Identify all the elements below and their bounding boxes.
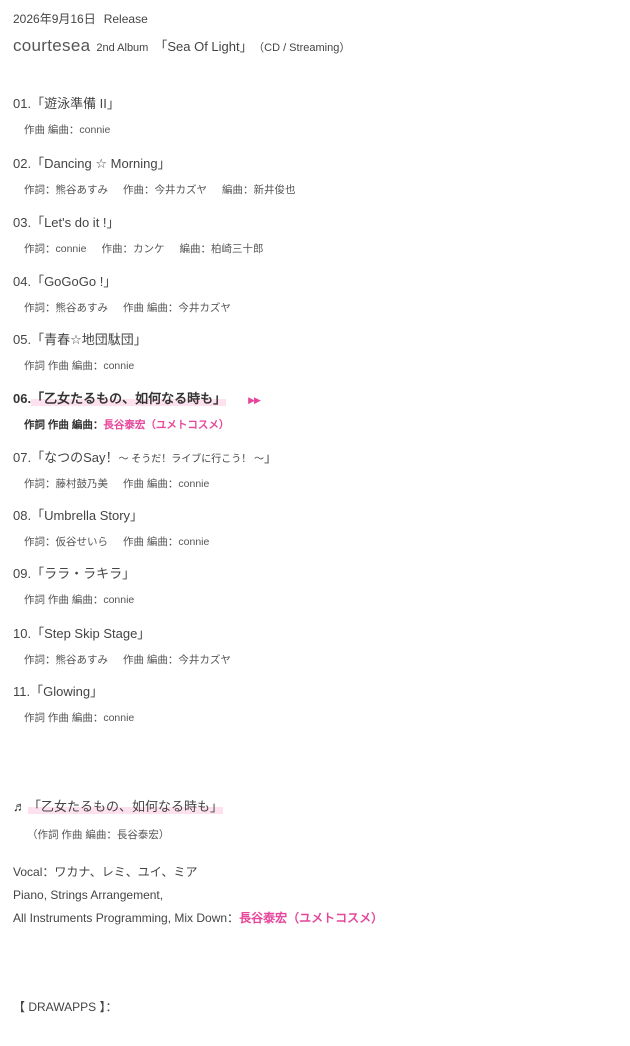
track-item: 10.「Step Skip Stage」 作詞：熊谷あすみ 作曲 編曲：今井カズヤ xyxy=(13,623,231,667)
track-item: 01.「遊泳準備 II」 作曲 編曲：connie xyxy=(13,93,120,137)
track-credits: 作詞 作曲 編曲：長谷泰宏（ユメトコスメ） xyxy=(13,417,260,432)
release-label: Release xyxy=(103,12,148,26)
track-title: 08.「Umbrella Story」 xyxy=(13,508,144,523)
track-title: 01.「遊泳準備 II」 xyxy=(13,96,120,111)
release-date: 2026年9月16日 xyxy=(13,12,96,26)
credit-composer: 作曲 編曲：connie xyxy=(123,478,210,490)
track-credits: 作詞：connie 作曲：カンケ 編曲：柏崎三十郎 xyxy=(13,241,263,256)
credit-lyrics: 作詞：connie xyxy=(24,243,87,255)
featured-song-name: 「乙女たるもの、如何なる時も」 xyxy=(28,799,224,814)
track-title: 09.「ララ・ラキラ」 xyxy=(13,566,136,581)
play-icon[interactable]: ▶▶ xyxy=(248,395,261,405)
credit: 作詞 作曲 編曲：connie xyxy=(24,712,135,724)
track-credits: 作詞：藤村鼓乃美 作曲 編曲：connie xyxy=(13,476,277,491)
track-title: 03.「Let's do it !」 xyxy=(13,215,120,230)
album-header: courtesea 2nd Album 「Sea Of Light」 （CD / St… xyxy=(13,36,350,56)
credit-lyrics: 作詞：熊谷あすみ xyxy=(24,184,108,196)
credit-composer: 作曲：今井カズヤ xyxy=(123,184,207,196)
track-item: 03.「Let's do it !」 作詞：connie 作曲：カンケ 編曲：柏崎三… xyxy=(13,212,263,256)
album-type: 2nd Album xyxy=(96,42,149,54)
instruments-prefix: All Instruments Programming, Mix Down： xyxy=(13,911,240,925)
track-name-end: 」 xyxy=(264,450,278,465)
credit-name-link[interactable]: 長谷泰宏（ユメトコスメ） xyxy=(103,419,230,431)
track-credits: 作詞：仮谷せいら 作曲 編曲：connie xyxy=(13,534,209,549)
track-item: 02.「Dancing ☆ Morning」 作詞：熊谷あすみ 作曲：今井カズヤ 編… xyxy=(13,153,296,197)
track-credits: 作詞 作曲 編曲：connie xyxy=(13,592,135,607)
instruments-credit: All Instruments Programming, Mix Down：長谷… xyxy=(13,907,383,930)
track-item: 05.「青春☆地団駄団」 作詞 作曲 編曲：connie xyxy=(13,329,147,373)
track-credits: 作詞 作曲 編曲：connie xyxy=(13,710,134,725)
credit-lyrics: 作詞：藤村鼓乃美 xyxy=(24,478,108,490)
credit: 作曲 編曲：connie xyxy=(24,124,111,136)
track-item: 11.「Glowing」 作詞 作曲 編曲：connie xyxy=(13,681,134,725)
track-title: 06.「乙女たるもの、如何なる時も」 ▶▶ xyxy=(13,388,261,407)
track-title: 11.「Glowing」 xyxy=(13,684,104,699)
credit-composer: 作曲 編曲：今井カズヤ xyxy=(123,654,231,666)
vocal-credit: Vocal：ワカナ、レミ、ユイ、ミア xyxy=(13,865,198,879)
track-number: 06. xyxy=(13,391,32,406)
credit-composer: 作曲：カンケ xyxy=(101,243,165,255)
track-credits: 作詞：熊谷あすみ 作曲：今井カズヤ 編曲：新井俊也 xyxy=(13,182,296,197)
instruments-name-link[interactable]: 長谷泰宏（ユメトコスメ） xyxy=(239,911,384,925)
credit-prefix: 作詞 作曲 編曲： xyxy=(24,419,104,431)
piano-credit: Piano, Strings Arrangement, xyxy=(13,888,164,902)
artist-name: courtesea xyxy=(13,36,91,55)
track-credits: 作詞 作曲 編曲：connie xyxy=(13,358,147,373)
album-title: 「Sea Of Light」 xyxy=(154,39,253,54)
track-credits: 作詞：熊谷あすみ 作曲 編曲：今井カズヤ xyxy=(13,300,231,315)
credit-arranger: 編曲：新井俊也 xyxy=(222,184,296,196)
track-name: 07.「なつのSay！ xyxy=(13,450,119,465)
credit-lyrics: 作詞：熊谷あすみ xyxy=(24,302,108,314)
track-title: 02.「Dancing ☆ Morning」 xyxy=(13,156,171,171)
track-credits: 作詞：熊谷あすみ 作曲 編曲：今井カズヤ xyxy=(13,652,231,667)
track-title: 04.「GoGoGo !」 xyxy=(13,274,117,289)
track-title: 07.「なつのSay！～ そうだ！ライブに行こう！ ～」 xyxy=(13,447,277,466)
credit-lyrics: 作詞：仮谷せいら xyxy=(24,536,108,548)
featured-song-credit: （作詞 作曲 編曲：長谷泰宏） xyxy=(27,829,170,841)
track-item: 09.「ララ・ラキラ」 作詞 作曲 編曲：connie xyxy=(13,563,135,607)
track-title: 05.「青春☆地団駄団」 xyxy=(13,332,147,347)
track-name: 「乙女たるもの、如何なる時も」 xyxy=(31,391,227,406)
track-item-highlighted: 06.「乙女たるもの、如何なる時も」 ▶▶ 作詞 作曲 編曲：長谷泰宏（ユメトコス… xyxy=(13,388,261,432)
track-credits: 作曲 編曲：connie xyxy=(13,122,120,137)
credit-composer: 作曲 編曲：今井カズヤ xyxy=(123,302,231,314)
credit-lyrics: 作詞：熊谷あすみ xyxy=(24,654,108,666)
album-format: （CD / Streaming） xyxy=(258,42,351,54)
credit: 作詞 作曲 編曲：connie xyxy=(24,594,135,606)
featured-song-title: ♬「乙女たるもの、如何なる時も」 xyxy=(13,796,224,815)
drawapps-label: 【 DRAWAPPS 】： xyxy=(13,1000,118,1014)
track-item: 04.「GoGoGo !」 作詞：熊谷あすみ 作曲 編曲：今井カズヤ xyxy=(13,271,231,315)
credit-composer: 作曲 編曲：connie xyxy=(123,536,210,548)
featured-song: ♬「乙女たるもの、如何なる時も」 （作詞 作曲 編曲：長谷泰宏） xyxy=(13,796,224,842)
track-item: 07.「なつのSay！～ そうだ！ライブに行こう！ ～」 作詞：藤村鼓乃美 作曲 … xyxy=(13,447,277,491)
release-line: 2026年9月16日 Release xyxy=(13,10,148,27)
credit-arranger: 編曲：柏崎三十郎 xyxy=(179,243,264,255)
music-note-icon: ♬ xyxy=(13,799,26,814)
track-subtitle: ～ そうだ！ライブに行こう！ ～ xyxy=(118,454,265,465)
track-title: 10.「Step Skip Stage」 xyxy=(13,626,151,641)
staff-credits: Vocal：ワカナ、レミ、ユイ、ミア Piano, Strings Arrang… xyxy=(13,861,383,930)
credit: 作詞 作曲 編曲：connie xyxy=(24,360,135,372)
track-item: 08.「Umbrella Story」 作詞：仮谷せいら 作曲 編曲：connie xyxy=(13,505,209,549)
